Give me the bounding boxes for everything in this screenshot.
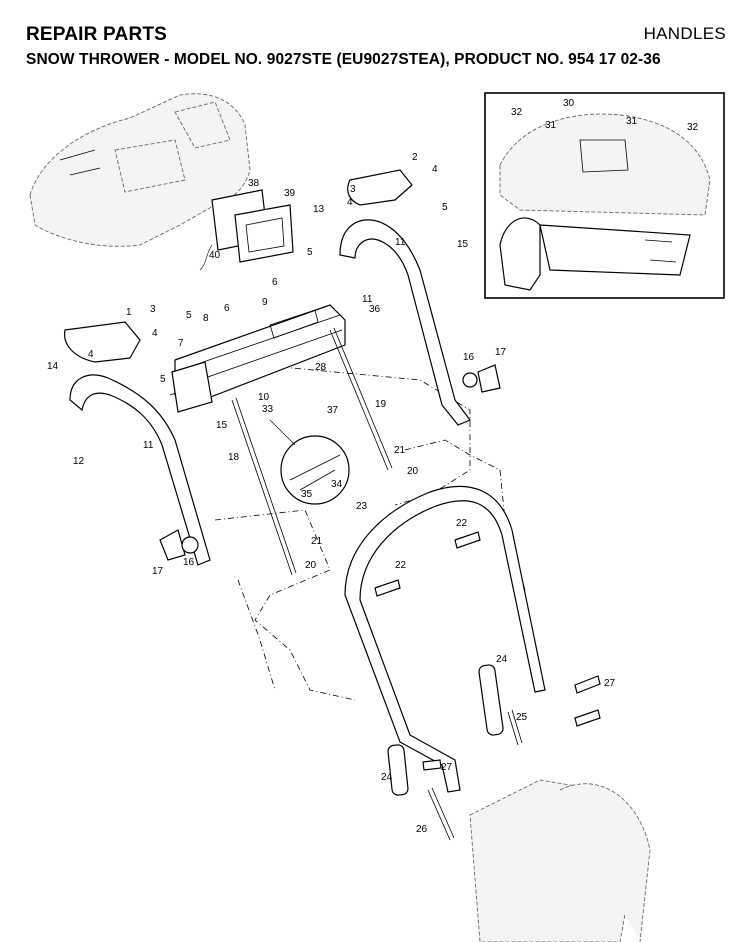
- assembly-outline: [169, 364, 526, 701]
- callout-7: 7: [178, 338, 184, 349]
- control-rods: [231, 327, 393, 576]
- callout-11: 11: [395, 237, 406, 248]
- callout-17: 17: [152, 566, 164, 577]
- callout-12: 12: [73, 456, 85, 467]
- callout-20: 20: [305, 560, 317, 571]
- shift-bracket-assembly: [171, 304, 346, 413]
- callout-4: 4: [432, 164, 438, 175]
- callout-31: 31: [545, 120, 557, 131]
- callout-5: 5: [160, 374, 166, 385]
- callout-6: 6: [272, 277, 278, 288]
- callout-4: 4: [347, 197, 353, 208]
- model-subtitle: SNOW THROWER - MODEL NO. 9027STE (EU9027…: [26, 51, 661, 68]
- callout-5: 5: [186, 310, 192, 321]
- callout-15: 15: [216, 420, 228, 431]
- callout-31: 31: [626, 116, 638, 127]
- callout-22: 22: [456, 518, 468, 529]
- callout-25: 25: [516, 712, 528, 723]
- callout-19: 19: [375, 399, 387, 410]
- callout-21: 21: [394, 445, 406, 456]
- callout-24: 24: [381, 772, 393, 783]
- callout-4: 4: [88, 349, 94, 360]
- callout-11: 11: [143, 440, 154, 451]
- callout-8: 8: [203, 313, 209, 324]
- callout-35: 35: [301, 489, 313, 500]
- callout-23: 23: [356, 501, 368, 512]
- callout-3: 3: [150, 304, 156, 315]
- callout-40: 40: [209, 250, 221, 261]
- callout-13: 13: [313, 204, 325, 215]
- callout-37: 37: [327, 405, 339, 416]
- upper-right-handle: [339, 169, 471, 426]
- callout-17: 17: [495, 347, 507, 358]
- detail-magnifier: [269, 419, 350, 505]
- headlight-assembly: [199, 189, 294, 271]
- callout-33: 33: [262, 404, 274, 415]
- callout-21: 21: [311, 536, 323, 547]
- callout-3: 3: [350, 184, 356, 195]
- callout-16: 16: [183, 557, 195, 568]
- callout-27: 27: [604, 678, 616, 689]
- fasteners: [374, 531, 601, 841]
- callout-10: 10: [258, 392, 270, 403]
- callout-6: 6: [224, 303, 230, 314]
- callout-24: 24: [496, 654, 508, 665]
- category-title: HANDLES: [643, 24, 726, 43]
- callout-34: 34: [331, 479, 343, 490]
- handle-knobs: [159, 364, 501, 561]
- main-housing: [469, 779, 651, 942]
- section-title: REPAIR PARTS: [26, 24, 168, 45]
- callout-32: 32: [511, 107, 523, 118]
- callout-38: 38: [248, 178, 260, 189]
- callout-14: 14: [47, 361, 59, 372]
- callout-18: 18: [228, 452, 240, 463]
- callout-22: 22: [395, 560, 407, 571]
- callout-9: 9: [262, 297, 268, 308]
- callout-36: 36: [369, 304, 381, 315]
- callout-15: 15: [457, 239, 469, 250]
- callout-20: 20: [407, 466, 419, 477]
- callout-labels: 1233444455556678910111111121314151516161…: [47, 98, 699, 835]
- callout-28: 28: [315, 362, 327, 373]
- callout-2: 2: [412, 152, 418, 163]
- callout-16: 16: [463, 352, 475, 363]
- control-panel-housing: [29, 93, 251, 247]
- callout-30: 30: [563, 98, 575, 109]
- callout-1: 1: [126, 307, 132, 318]
- callout-32: 32: [687, 122, 699, 133]
- detail-inset: [484, 92, 725, 299]
- callout-39: 39: [284, 188, 296, 199]
- callout-26: 26: [416, 824, 428, 835]
- callout-27: 27: [441, 762, 453, 773]
- callout-5: 5: [307, 247, 313, 258]
- lower-handle: [344, 485, 546, 793]
- callout-4: 4: [152, 328, 158, 339]
- callout-11: 11: [362, 294, 373, 305]
- callout-5: 5: [442, 202, 448, 213]
